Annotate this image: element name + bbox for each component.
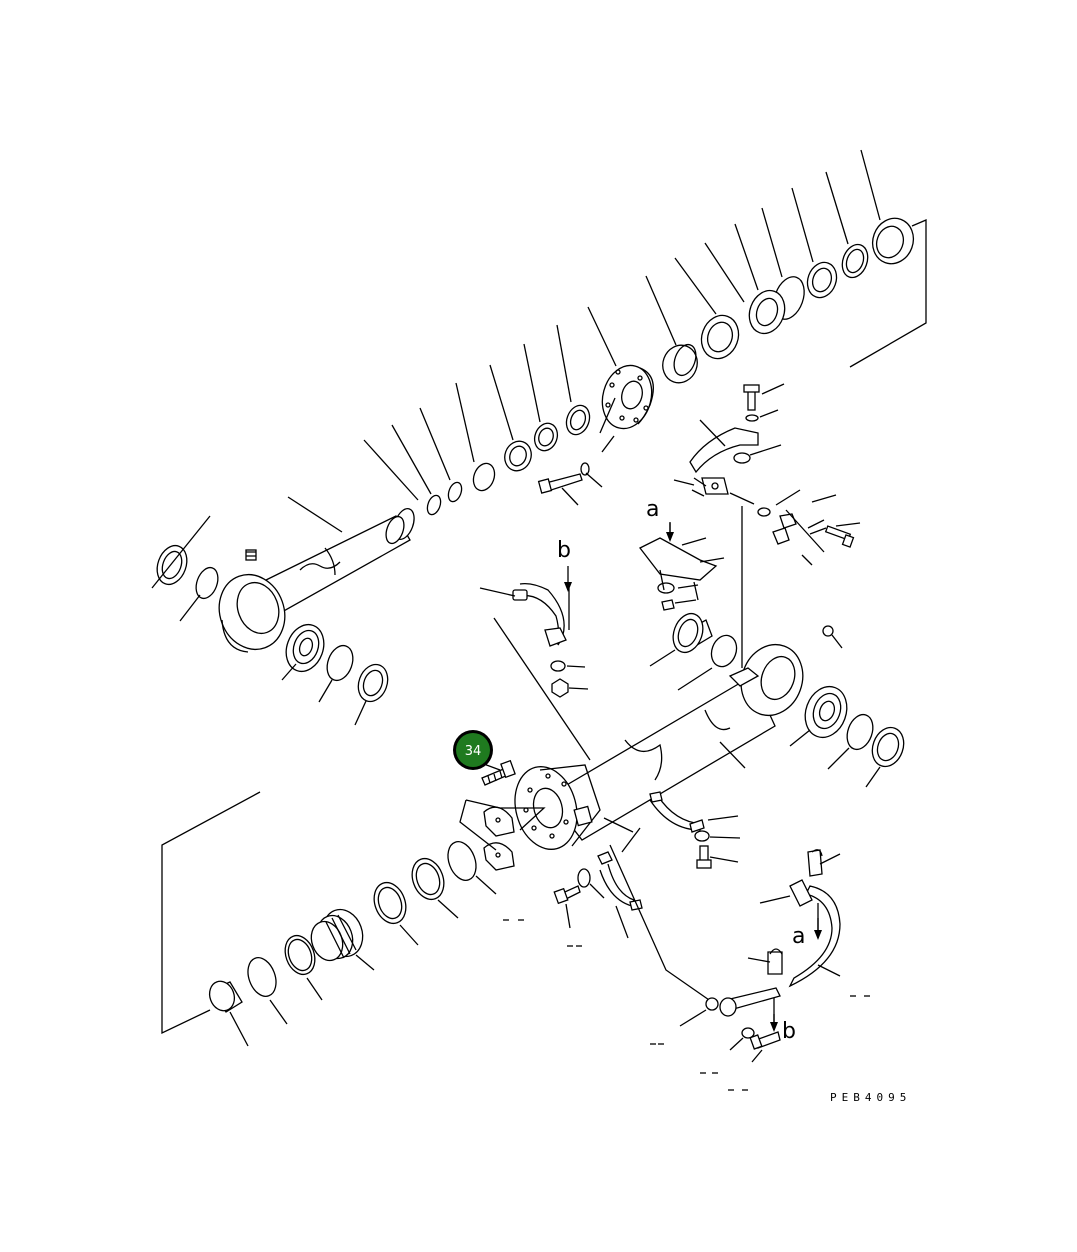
label-a-lower: a [792,924,805,949]
lower-ring-3 [284,934,316,976]
small-flange [757,507,855,548]
drawing-code: PEB4095 [830,1091,911,1104]
cylinder-tube [514,643,804,850]
callout-34[interactable]: 34 [453,730,493,770]
bearing-ring-2 [357,663,389,703]
pipe-clamp-a [639,537,718,611]
bushing [662,343,698,384]
piston-rod [218,508,415,653]
arrow-a-lower [814,918,822,940]
seal-ring-6 [700,314,740,360]
label-b-lower: b [782,1019,796,1044]
lower-ring-1 [411,857,445,901]
lower-piping [705,849,841,1050]
lower-bracket-line [161,791,261,1035]
left-seal-1 [156,544,188,586]
head-bolt [537,462,590,494]
spherical-bearing [285,623,325,673]
seal-ring-5 [748,289,786,335]
dash-marks [503,919,870,1091]
rod-ring-1 [565,404,591,436]
label-b-top: b [557,538,571,563]
split-flange [483,806,515,871]
arrow-b-lower [770,1014,778,1032]
callout-number: 34 [465,744,482,759]
label-a-top: a [646,497,659,522]
arrow-a-top [666,522,674,542]
upper-piping [689,384,760,497]
bolt-item-34 [481,759,516,786]
seal-ring-3 [806,261,838,299]
grease-nipple [822,625,834,637]
head-clamp [672,612,738,668]
bottom-ring-2 [871,726,905,768]
seal-ring-1 [871,217,915,265]
pipe-clamp-b [512,582,569,698]
arrow-b-top [564,566,572,592]
piston [310,908,364,962]
lower-ring-2 [373,881,407,925]
piston-nut [208,980,243,1013]
small-ring-b [426,494,442,516]
lower-band-clamp [649,791,712,869]
grease-fitting [245,549,257,561]
bottom-bearing [804,685,848,739]
lower-ring-4 [247,957,277,997]
upper-bracket-line [849,219,927,368]
lower-parts-group [161,759,546,1047]
rod-ring-2 [533,422,559,452]
lower-clamp-2 [553,851,643,911]
left-seal-2 [195,566,219,600]
seal-ring-2 [841,243,869,279]
lower-o-ring [447,841,477,881]
snap-ring [472,462,496,492]
small-ring-a [447,481,463,503]
bottom-ring-1 [846,713,874,751]
cylinder-head [601,364,654,430]
rod-ring-3 [504,440,532,472]
bearing-ring-1 [326,644,354,682]
upper-parts-group [151,149,927,726]
